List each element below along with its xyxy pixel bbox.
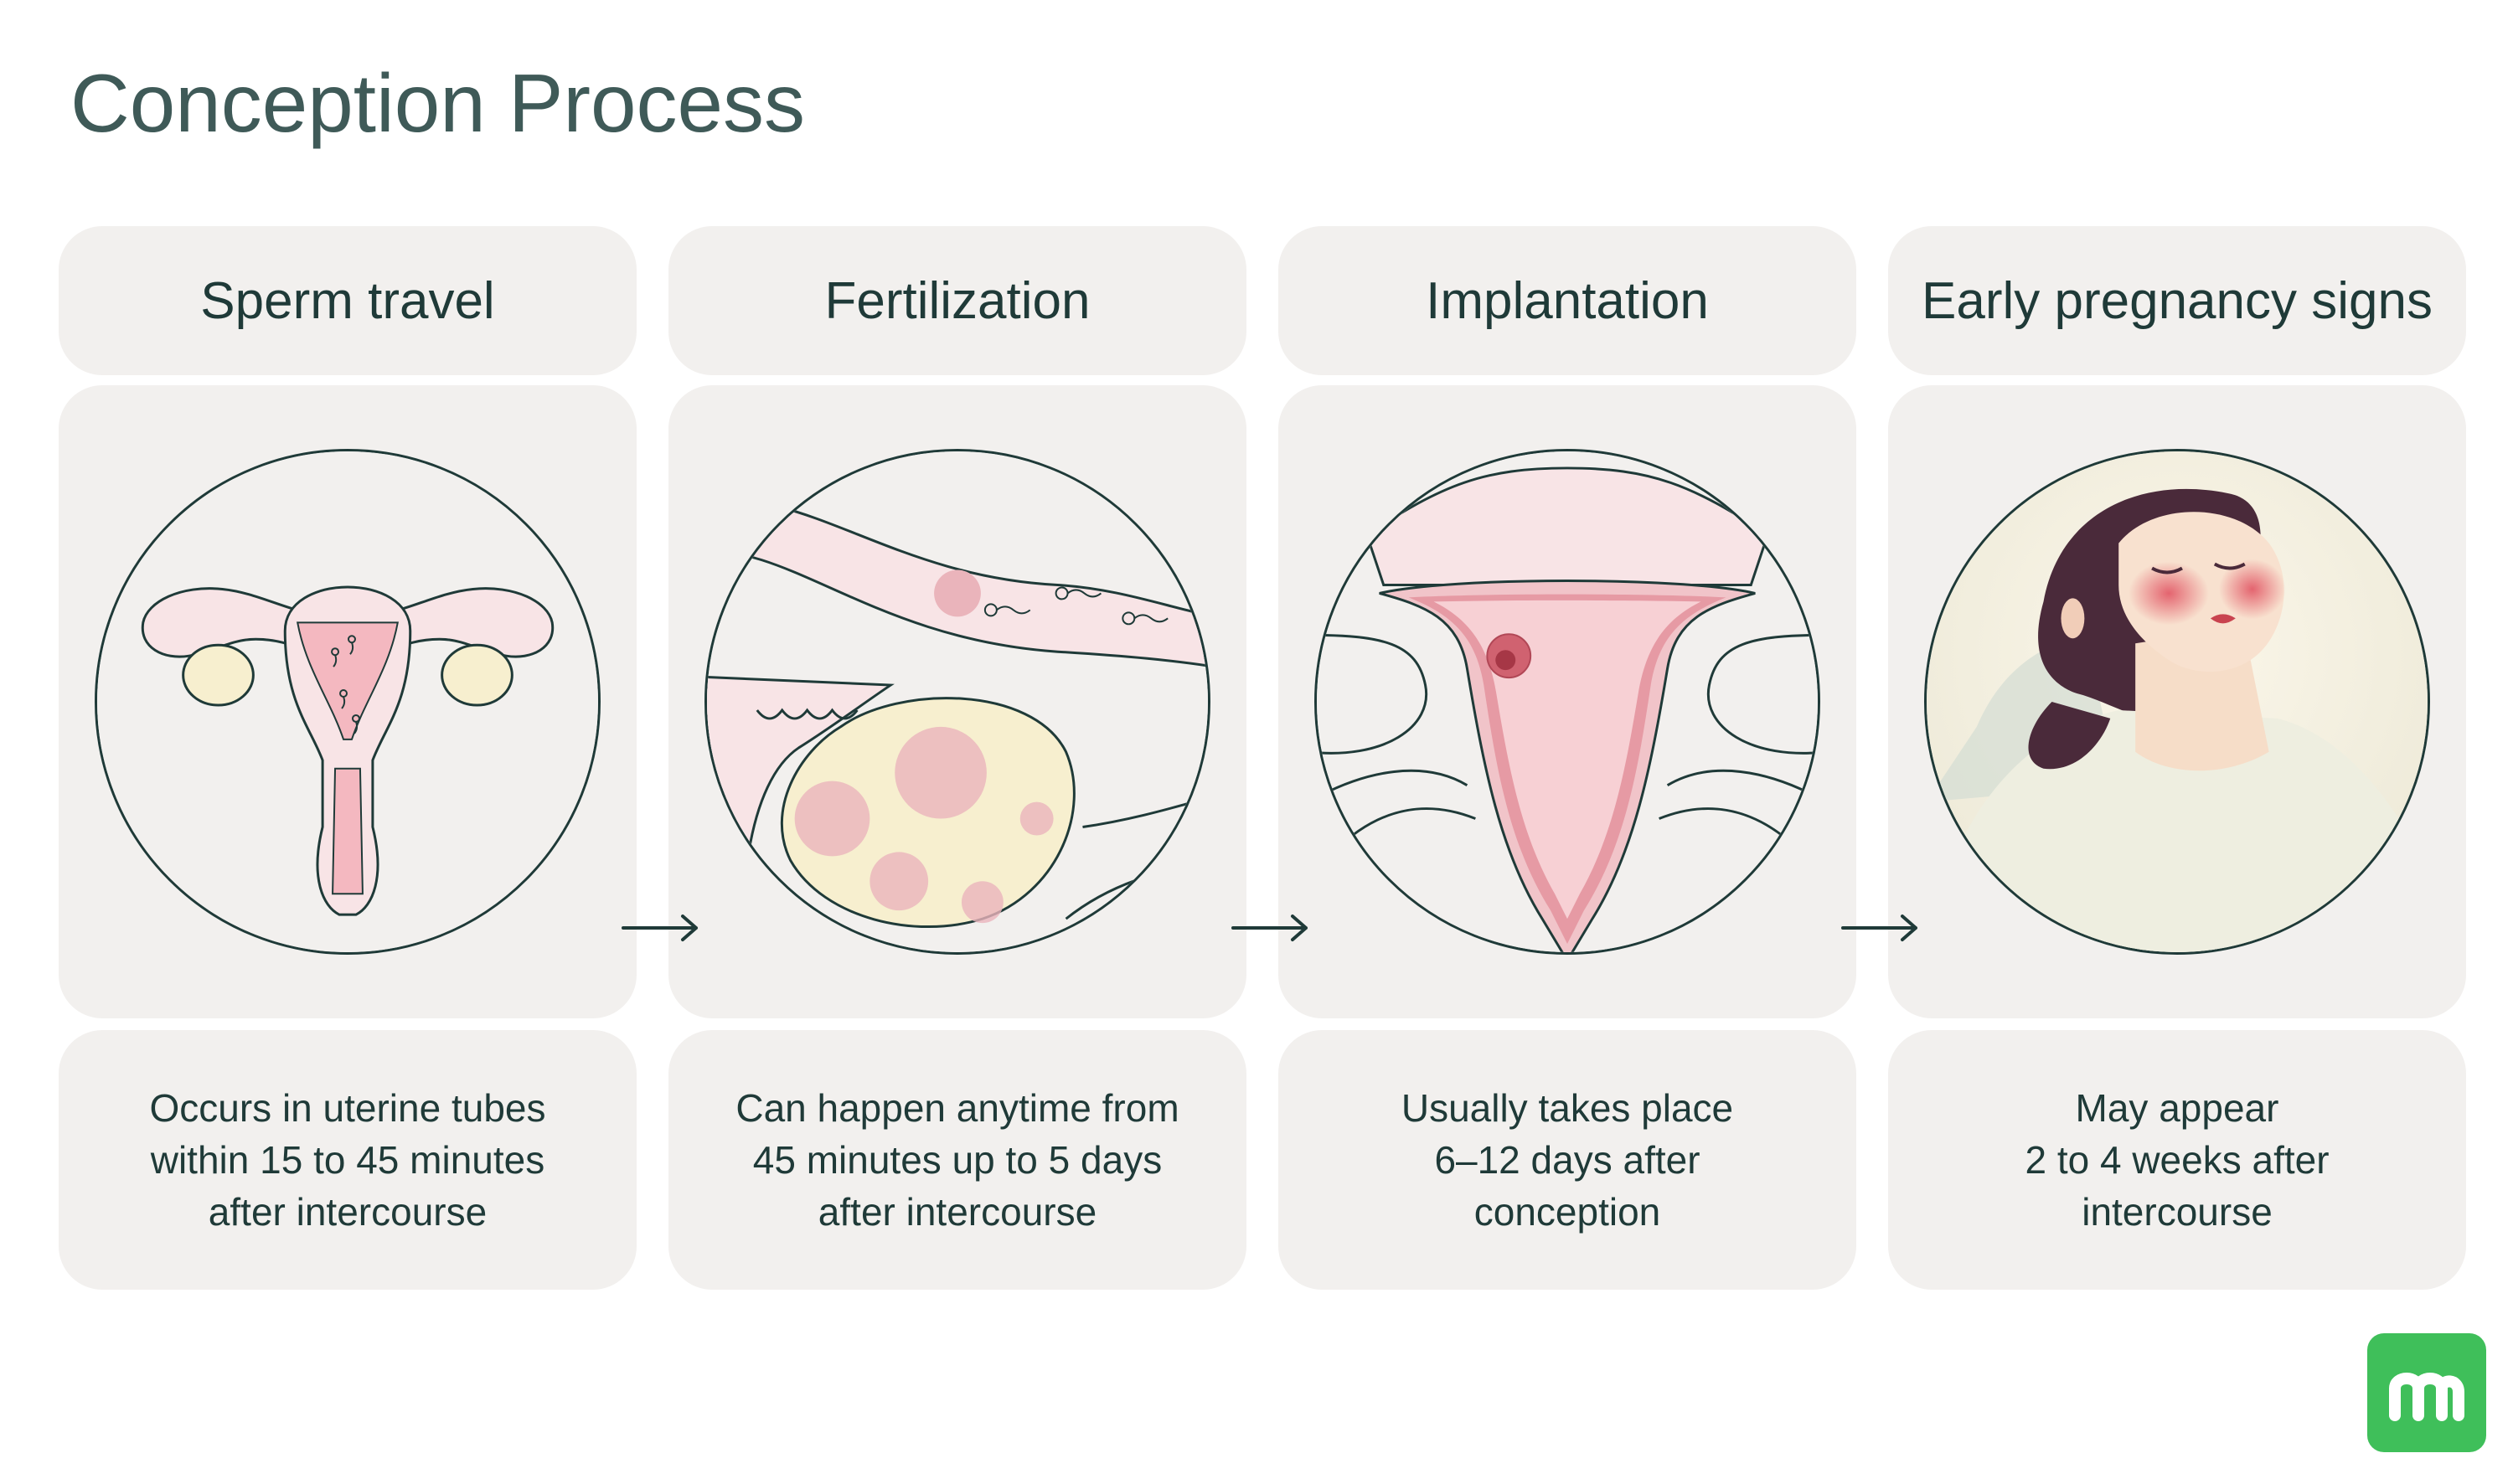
egg-fertilization-illustration-icon — [704, 449, 1210, 955]
woman-nausea-illustration-icon — [1924, 449, 2430, 955]
step-description-card: Occurs in uterine tubes within 15 to 45 … — [59, 1030, 637, 1290]
brand-m-logo-icon — [2367, 1333, 2486, 1452]
step-image-card — [1278, 385, 1856, 1018]
steps-row: Sperm travel — [59, 226, 2471, 1290]
step-title: Implantation — [1426, 271, 1709, 330]
uterus-implantation-illustration-icon — [1314, 449, 1820, 955]
step-image-card — [59, 385, 637, 1018]
step-description: Occurs in uterine tubes within 15 to 45 … — [149, 1086, 546, 1234]
arrow-right-icon — [1229, 903, 1313, 953]
page-title: Conception Process — [70, 57, 806, 149]
step-title-card: Fertilization — [668, 226, 1246, 375]
step-title: Fertilization — [824, 271, 1091, 330]
step-title: Early pregnancy signs — [1922, 271, 2433, 330]
step-description: Usually takes place 6–12 days after conc… — [1401, 1086, 1734, 1234]
step-title-card: Implantation — [1278, 226, 1856, 375]
arrow-right-icon — [619, 903, 703, 953]
step-implantation: Implantation — [1278, 226, 1856, 1290]
step-description-card: Usually takes place 6–12 days after conc… — [1278, 1030, 1856, 1290]
step-description: Can happen anytime from 45 minutes up to… — [735, 1086, 1179, 1234]
step-title-card: Early pregnancy signs — [1888, 226, 2466, 375]
step-early-pregnancy-signs: Early pregnancy signs — [1888, 226, 2466, 1290]
step-title: Sperm travel — [200, 271, 495, 330]
uterus-sperm-illustration-icon — [95, 449, 601, 955]
step-sperm-travel: Sperm travel — [59, 226, 637, 1290]
step-title-card: Sperm travel — [59, 226, 637, 375]
step-fertilization: Fertilization — [668, 226, 1246, 1290]
step-description-card: May appear 2 to 4 weeks after intercours… — [1888, 1030, 2466, 1290]
arrow-right-icon — [1839, 903, 1922, 953]
step-image-card — [668, 385, 1246, 1018]
step-description: May appear 2 to 4 weeks after intercours… — [2025, 1086, 2330, 1234]
step-description-card: Can happen anytime from 45 minutes up to… — [668, 1030, 1246, 1290]
step-image-card — [1888, 385, 2466, 1018]
